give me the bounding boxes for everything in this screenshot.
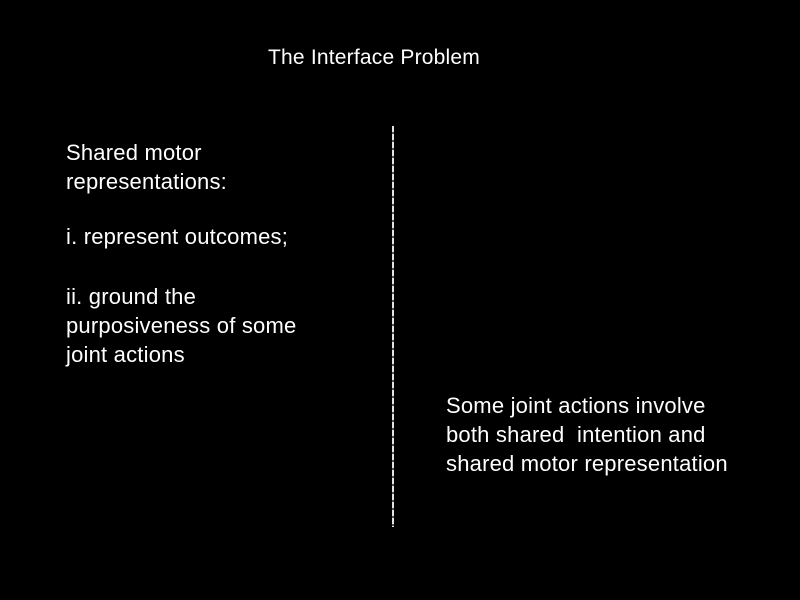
right-line-both-shared: both shared intention and (446, 422, 706, 447)
vertical-divider-line (392, 126, 394, 527)
left-line-shared-motor: Shared motor (66, 140, 202, 165)
left-line-item-ii: ii. ground the (66, 284, 196, 309)
left-line-purposiveness: purposiveness of some (66, 313, 297, 338)
right-line-some-joint-actions: Some joint actions involve (446, 393, 706, 418)
right-line-shared-motor-representation: shared motor representation (446, 451, 728, 476)
left-line-item-i: i. represent outcomes; (66, 224, 289, 249)
left-line-joint-actions: joint actions (66, 342, 185, 367)
left-line-representations: representations: (66, 169, 227, 194)
left-text-block: Shared motor representations: i. represe… (66, 138, 296, 369)
right-text-block: Some joint actions involve both shared i… (446, 391, 728, 478)
slide-title: The Interface Problem (268, 46, 480, 69)
